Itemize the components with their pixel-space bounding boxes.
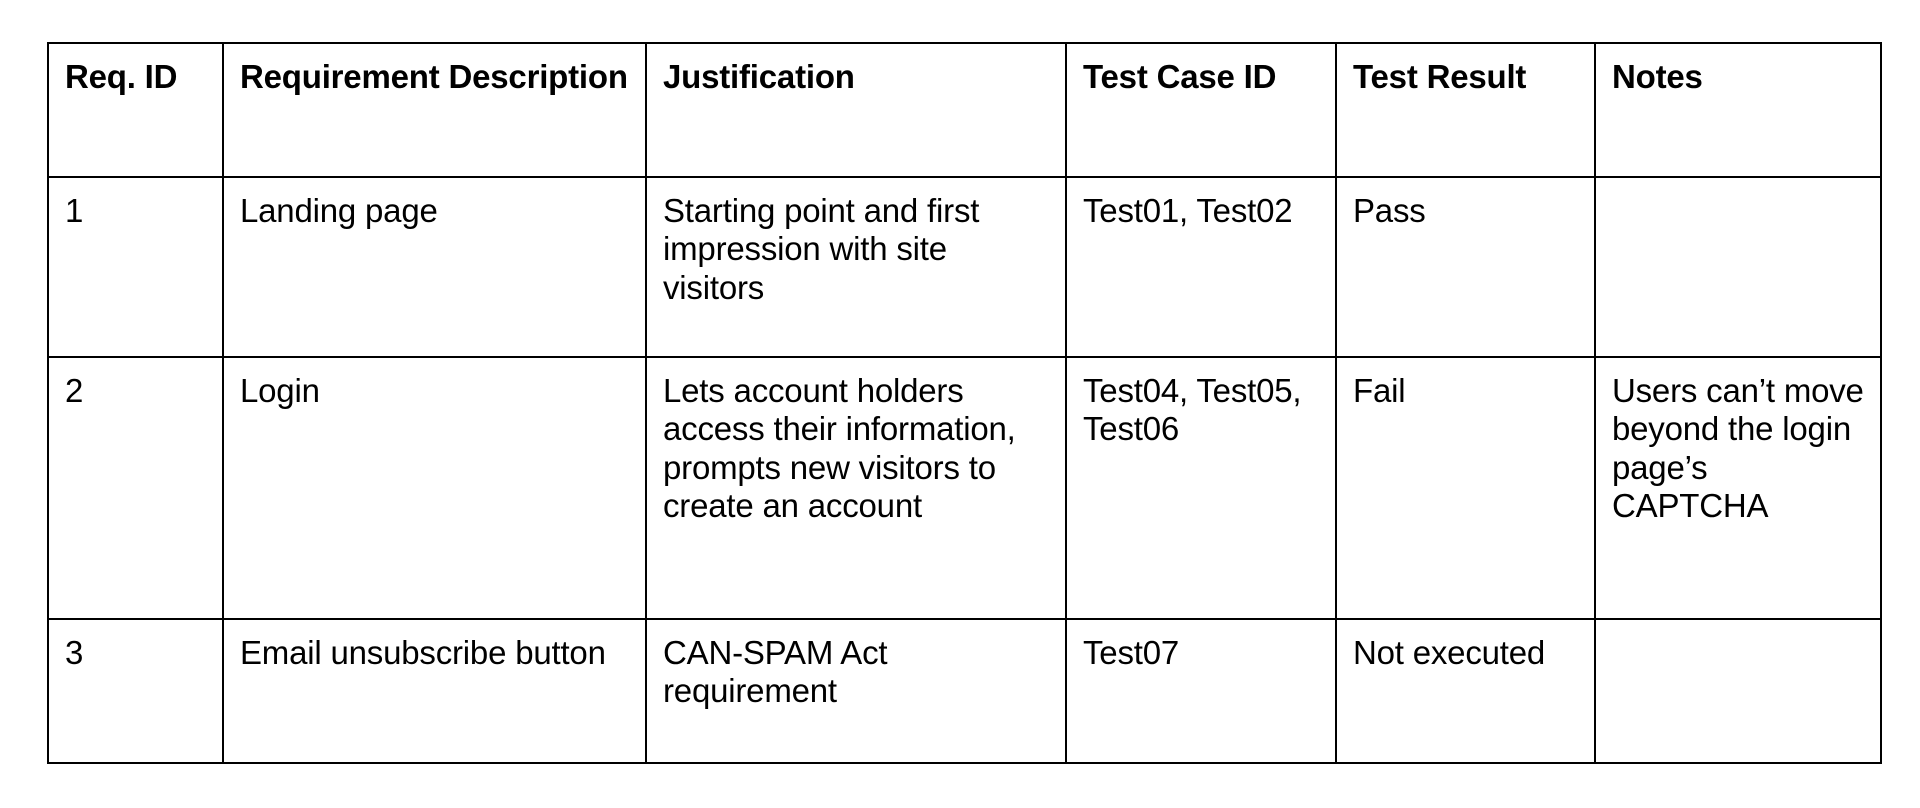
cell-test-case-id: Test04, Test05, Test06 bbox=[1065, 356, 1337, 620]
table-header: Req. ID Requirement Description Justific… bbox=[47, 42, 1882, 178]
cell-test-result-value: Pass bbox=[1353, 192, 1426, 229]
cell-notes: Users can’t move beyond the login page’s… bbox=[1594, 356, 1882, 620]
cell-justification-value: Starting point and first impression with… bbox=[663, 192, 980, 306]
table-header-row: Req. ID Requirement Description Justific… bbox=[47, 42, 1882, 178]
cell-notes-value: Users can’t move beyond the login page’s… bbox=[1612, 372, 1864, 524]
column-header-test-case-id-label: Test Case ID bbox=[1083, 58, 1277, 95]
cell-test-case-id-value: Test07 bbox=[1083, 634, 1180, 671]
cell-requirement-description-value: Login bbox=[240, 372, 320, 409]
column-header-req-id: Req. ID bbox=[47, 42, 224, 178]
column-header-requirement-description-label: Requirement Description bbox=[240, 58, 628, 95]
table-row: 1 Landing page Starting point and first … bbox=[47, 176, 1882, 358]
cell-requirement-description: Login bbox=[222, 356, 647, 620]
cell-test-result-value: Not executed bbox=[1353, 634, 1546, 671]
cell-req-id: 2 bbox=[47, 356, 224, 620]
cell-req-id-value: 3 bbox=[65, 634, 84, 671]
cell-requirement-description-value: Email unsubscribe button bbox=[240, 634, 606, 671]
cell-test-case-id-value: Test01, Test02 bbox=[1083, 192, 1293, 229]
cell-notes bbox=[1594, 176, 1882, 358]
cell-test-case-id: Test01, Test02 bbox=[1065, 176, 1337, 358]
table-row: 3 Email unsubscribe button CAN-SPAM Act … bbox=[47, 618, 1882, 764]
cell-req-id: 1 bbox=[47, 176, 224, 358]
table-row: 2 Login Lets account holders access thei… bbox=[47, 356, 1882, 620]
column-header-notes: Notes bbox=[1594, 42, 1882, 178]
cell-justification-value: Lets account holders access their inform… bbox=[663, 372, 1016, 524]
cell-test-result-value: Fail bbox=[1353, 372, 1406, 409]
cell-justification: CAN-SPAM Act requirement bbox=[645, 618, 1067, 764]
column-header-test-case-id: Test Case ID bbox=[1065, 42, 1337, 178]
cell-notes bbox=[1594, 618, 1882, 764]
cell-test-case-id: Test07 bbox=[1065, 618, 1337, 764]
column-header-requirement-description: Requirement Description bbox=[222, 42, 647, 178]
cell-justification-value: CAN-SPAM Act requirement bbox=[663, 634, 888, 710]
cell-test-result: Not executed bbox=[1335, 618, 1596, 764]
cell-requirement-description-value: Landing page bbox=[240, 192, 438, 229]
column-header-notes-label: Notes bbox=[1612, 58, 1703, 95]
cell-justification: Starting point and first impression with… bbox=[645, 176, 1067, 358]
column-header-justification-label: Justification bbox=[663, 58, 855, 95]
cell-req-id-value: 1 bbox=[65, 192, 84, 229]
cell-req-id-value: 2 bbox=[65, 372, 84, 409]
cell-req-id: 3 bbox=[47, 618, 224, 764]
cell-test-result: Fail bbox=[1335, 356, 1596, 620]
cell-requirement-description: Landing page bbox=[222, 176, 647, 358]
table-body: 1 Landing page Starting point and first … bbox=[47, 176, 1882, 764]
column-header-justification: Justification bbox=[645, 42, 1067, 178]
column-header-test-result-label: Test Result bbox=[1353, 58, 1527, 95]
column-header-test-result: Test Result bbox=[1335, 42, 1596, 178]
cell-notes-value bbox=[1612, 192, 1864, 193]
cell-requirement-description: Email unsubscribe button bbox=[222, 618, 647, 764]
cell-justification: Lets account holders access their inform… bbox=[645, 356, 1067, 620]
column-header-req-id-label: Req. ID bbox=[65, 58, 178, 95]
requirements-traceability-table: Req. ID Requirement Description Justific… bbox=[47, 42, 1882, 764]
cell-test-result: Pass bbox=[1335, 176, 1596, 358]
cell-test-case-id-value: Test04, Test05, Test06 bbox=[1083, 372, 1302, 448]
cell-notes-value bbox=[1612, 634, 1864, 635]
